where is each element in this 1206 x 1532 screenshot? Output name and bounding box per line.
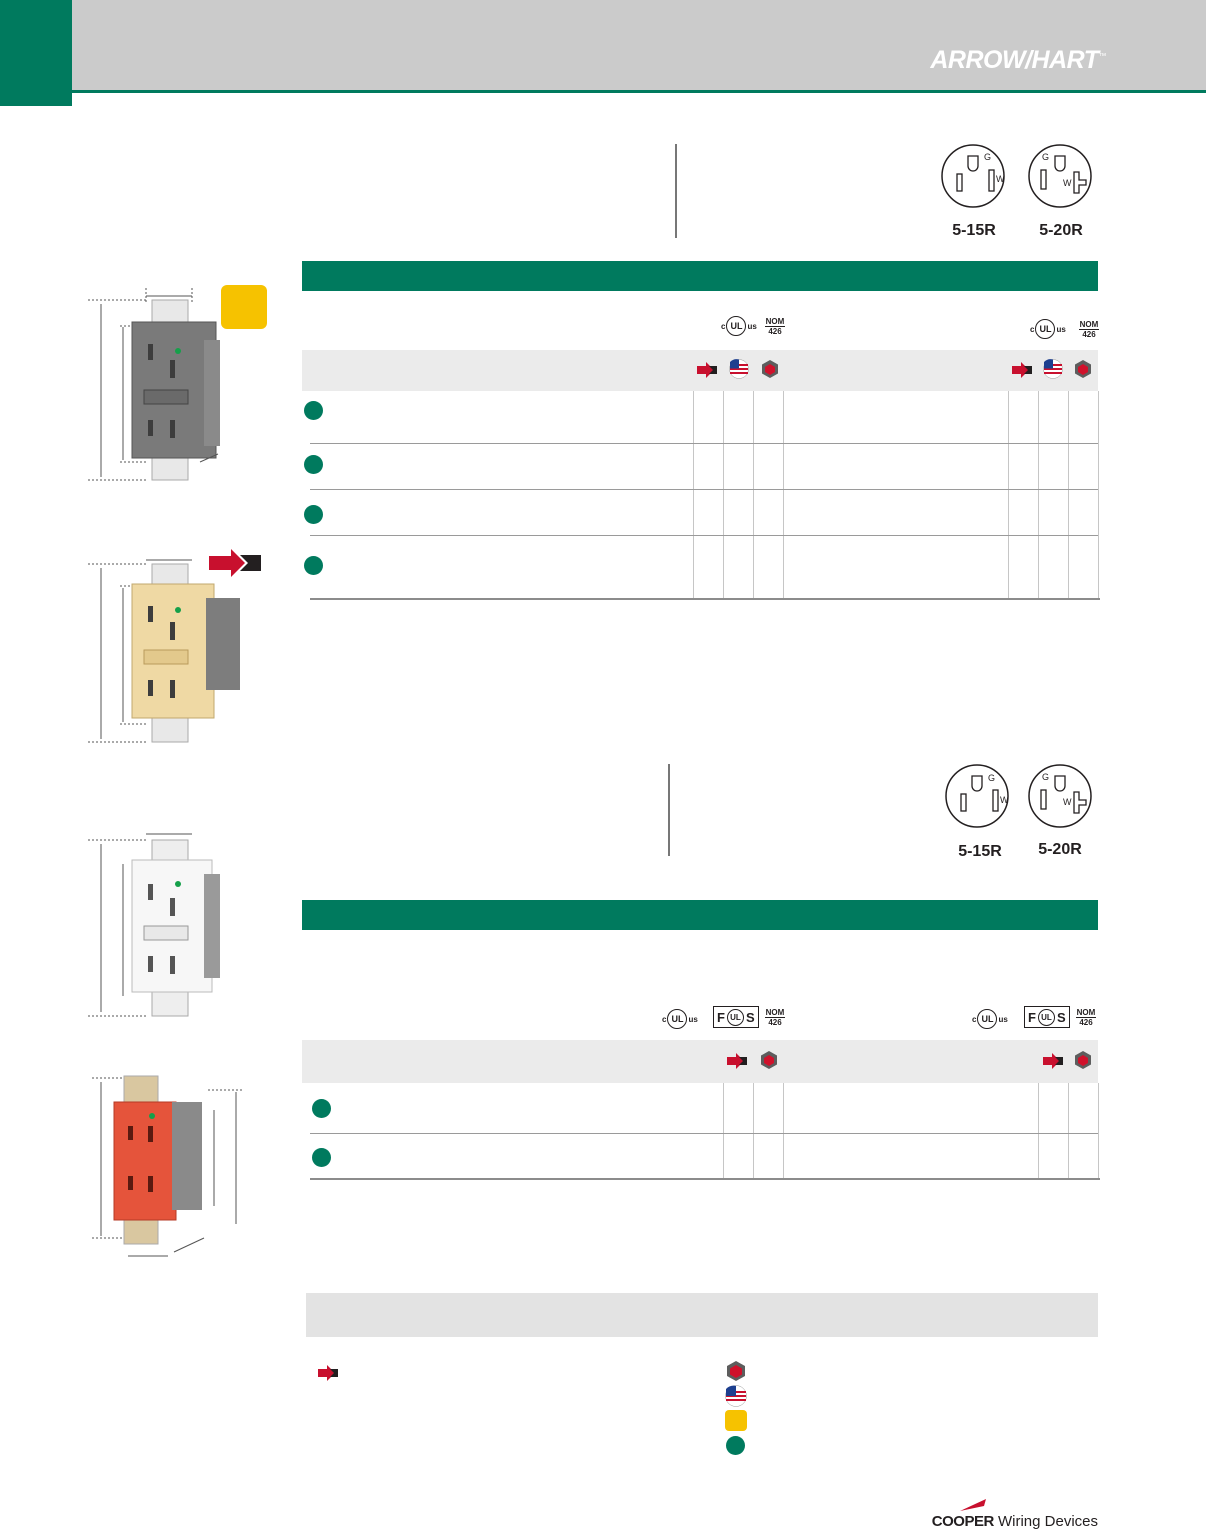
green-dot-icon — [726, 1436, 745, 1455]
g-label: G — [984, 152, 992, 162]
receptacle-diagrams-bottom — [945, 764, 1092, 828]
col-line — [1098, 391, 1099, 599]
cooper-swoosh-icon — [960, 1499, 986, 1511]
note-box — [306, 1293, 1098, 1337]
col-line — [753, 391, 754, 599]
red-arrow-icon — [1043, 1053, 1063, 1069]
receptacle-label: 5-15R — [958, 843, 1002, 860]
g-label: G — [1042, 772, 1050, 782]
col-line — [1068, 391, 1069, 599]
col-line — [783, 391, 784, 599]
green-dot-icon — [304, 556, 323, 575]
table-band-top — [302, 261, 1098, 291]
us-flag-icon — [729, 359, 749, 379]
header-rule — [72, 90, 1206, 93]
us-flag-icon — [1043, 359, 1063, 379]
col-line — [693, 391, 694, 599]
g-label: G — [988, 773, 996, 783]
receptacle-label: 5-20R — [1038, 841, 1082, 858]
col-line — [753, 1083, 754, 1179]
g-label: G — [1042, 152, 1050, 162]
red-arrow-icon — [209, 549, 261, 577]
col-line — [723, 1083, 724, 1179]
red-cube-icon — [727, 1361, 745, 1381]
col-line — [1068, 1083, 1069, 1179]
section-tab — [0, 0, 72, 106]
divider-top — [675, 144, 677, 238]
red-arrow-icon — [318, 1365, 338, 1381]
red-arrow-icon — [727, 1053, 747, 1069]
product-image-gray — [88, 288, 220, 481]
red-arrow-icon — [697, 362, 717, 378]
receptacle-label: 5-15R — [952, 222, 996, 239]
table-band-bottom — [302, 900, 1098, 930]
cert-ul-left: c UL us — [662, 1009, 698, 1029]
col-line — [1038, 1083, 1039, 1179]
receptacle-diagrams-top — [941, 144, 1092, 208]
table-header-bottom — [302, 1040, 1098, 1083]
red-cube-icon — [1075, 360, 1091, 378]
receptacle-label: 5-20R — [1039, 222, 1083, 239]
col-line — [1038, 391, 1039, 599]
w-label: W — [996, 174, 1005, 184]
product-image-red — [92, 1075, 242, 1257]
product-image-white — [88, 833, 220, 1017]
us-flag-icon — [725, 1385, 747, 1407]
col-line — [783, 1083, 784, 1179]
product-image-ivory — [88, 559, 240, 743]
green-dot-icon — [304, 505, 323, 524]
green-dot-icon — [312, 1099, 331, 1118]
divider-bottom — [668, 764, 670, 856]
col-line — [723, 391, 724, 599]
green-dot-icon — [304, 455, 323, 474]
col-line — [1098, 1083, 1099, 1179]
w-label: W — [1063, 178, 1072, 188]
col-line — [1008, 391, 1009, 599]
green-dot-icon — [312, 1148, 331, 1167]
tr-badge-icon — [725, 1410, 747, 1431]
table-row — [310, 535, 1098, 536]
cert-ul-right: c UL us — [1030, 319, 1066, 339]
cert-ul-left: c UL us — [721, 316, 757, 336]
table-bottom-rule — [310, 598, 1100, 600]
header-bar — [72, 0, 1206, 90]
w-label: W — [1000, 795, 1009, 805]
green-dot-icon — [304, 401, 323, 420]
tr-badge-icon — [221, 285, 267, 329]
footer-logo: COOPER Wiring Devices — [931, 1513, 1098, 1530]
red-cube-icon — [1075, 1051, 1091, 1069]
cert-ul-right: c UL us — [972, 1009, 1008, 1029]
table-row — [310, 443, 1098, 444]
red-cube-icon — [761, 1051, 777, 1069]
red-arrow-icon — [1012, 362, 1032, 378]
table-row — [310, 489, 1098, 490]
table-bottom-rule — [310, 1178, 1100, 1180]
table-row — [310, 1133, 1098, 1134]
w-label: W — [1063, 797, 1072, 807]
brand-logo: ARROW/HART™ — [930, 46, 1106, 74]
red-cube-icon — [762, 360, 778, 378]
